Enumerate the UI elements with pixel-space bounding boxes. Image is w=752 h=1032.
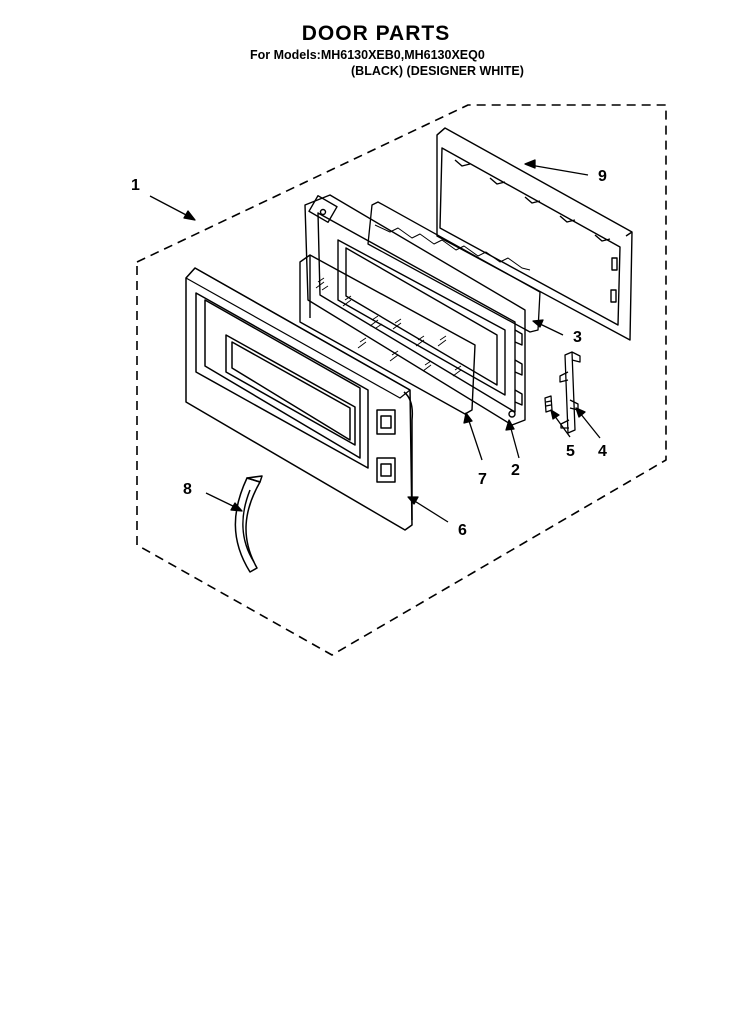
callout-1: 1 [131, 177, 140, 194]
assembly-boundary [136, 104, 667, 656]
colors-line: (BLACK) (DESIGNER WHITE) [351, 64, 524, 78]
part-2-door-frame [304, 194, 526, 426]
part-6-door-front [185, 267, 414, 531]
part-9-door-choke [436, 127, 633, 341]
callout-5: 5 [566, 443, 575, 460]
callout-3: 3 [573, 329, 582, 346]
callout-8: 8 [183, 481, 192, 498]
part-7-glass [299, 254, 476, 415]
callout-9: 9 [598, 168, 607, 185]
part-4-latch-bracket [559, 351, 581, 434]
callout-6: 6 [458, 522, 467, 539]
page-title: DOOR PARTS [301, 22, 451, 45]
part-3-seal [367, 201, 541, 333]
callout-4: 4 [598, 443, 607, 460]
callout-2: 2 [511, 462, 520, 479]
leader-lines [149, 159, 601, 523]
models-line: For Models:MH6130XEB0,MH6130XEQ0 [250, 48, 485, 62]
callout-7: 7 [478, 471, 487, 488]
part-8-handle [234, 475, 263, 573]
